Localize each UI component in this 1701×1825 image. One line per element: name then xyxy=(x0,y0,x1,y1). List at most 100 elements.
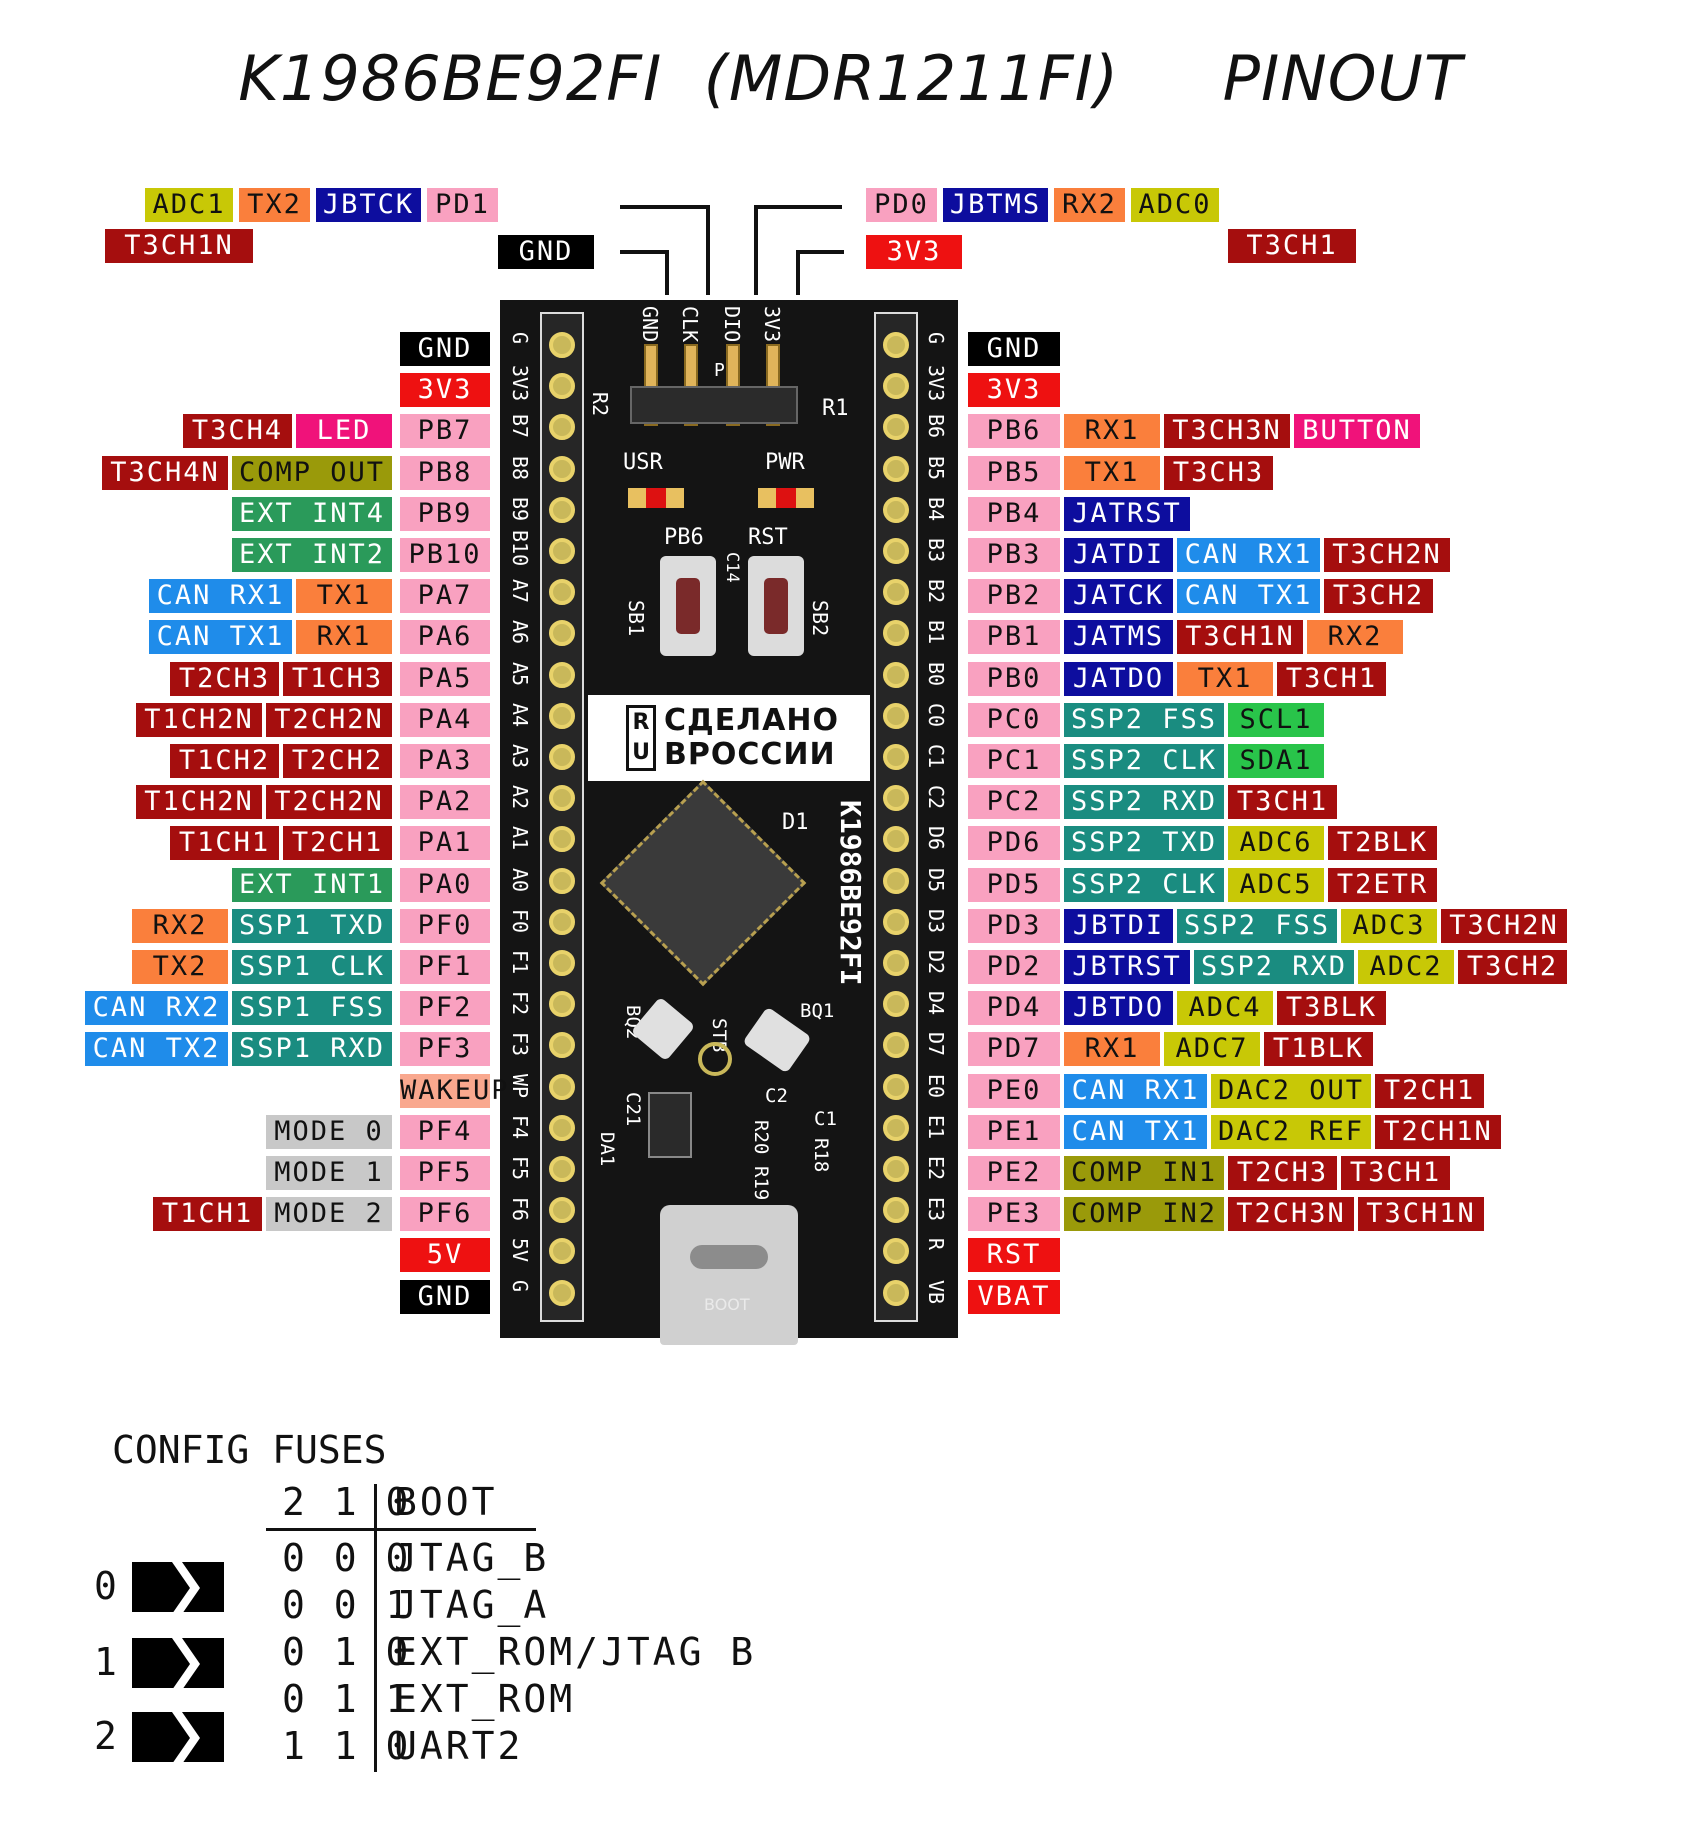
func-label: CAN RX2 xyxy=(85,991,228,1026)
pin-label-pd4: PD4 xyxy=(968,991,1060,1026)
func-label: DAC2 OUT xyxy=(1211,1073,1371,1108)
right-header-pin xyxy=(883,867,909,894)
pin-label-pf3: PF3 xyxy=(400,1032,490,1067)
right-header-pin xyxy=(883,414,909,441)
func-label: RX1 xyxy=(1064,414,1160,449)
bq1-label: BQ1 xyxy=(800,1000,835,1022)
right-silk-label: B5 xyxy=(924,455,948,480)
func-label: JBTDI xyxy=(1064,908,1173,943)
usb-text: BOOT xyxy=(704,1295,750,1314)
func-label: SSP2 CLK xyxy=(1064,867,1224,902)
pin-label-pa2: PA2 xyxy=(400,785,490,820)
top-func-label: ADC0 xyxy=(1131,188,1219,222)
right-header-pin xyxy=(883,579,909,606)
left-header-pin xyxy=(549,702,575,729)
func-label: MODE 2 xyxy=(266,1197,392,1232)
left-header-pin xyxy=(549,455,575,482)
left-header-pin xyxy=(549,744,575,770)
left-header-pin xyxy=(549,1032,575,1059)
pin-label-pb7: PB7 xyxy=(400,414,490,449)
reset-button[interactable] xyxy=(748,556,804,656)
left-header-pin xyxy=(549,867,575,894)
pin-label-pb2: PB2 xyxy=(968,579,1060,614)
pin-label-rst: RST xyxy=(968,1238,1060,1273)
top-func-label: ADC1 xyxy=(145,188,233,222)
func-label: JATMS xyxy=(1064,620,1173,655)
pin-label-pb0: PB0 xyxy=(968,661,1060,696)
func-label: ADC6 xyxy=(1228,826,1324,861)
r2-label: R2 xyxy=(588,392,612,417)
func-label: T3CH1 xyxy=(1277,661,1386,696)
jumper-number: 0 xyxy=(94,1564,117,1608)
pin-label-pf6: PF6 xyxy=(400,1197,490,1232)
jtag-wire xyxy=(620,250,666,254)
pb6-label: PB6 xyxy=(664,525,704,550)
func-label: T3CH3N xyxy=(1164,414,1290,449)
made-in-russia-banner: R U СДЕЛАНО ВРОССИИ xyxy=(588,695,870,781)
fuses-header-divider xyxy=(266,1528,536,1531)
right-header-pin xyxy=(883,1238,909,1265)
left-silk-label: B8 xyxy=(508,455,532,480)
left-header-pin xyxy=(549,1279,575,1306)
left-header-pin xyxy=(549,620,575,647)
right-silk-label: B3 xyxy=(924,538,948,563)
func-label: CAN TX1 xyxy=(149,620,292,655)
func-label: ADC5 xyxy=(1228,867,1324,902)
left-header-pin xyxy=(549,661,575,688)
right-header-pin xyxy=(883,1073,909,1100)
func-label: JATDO xyxy=(1064,661,1173,696)
pin-label-pb8: PB8 xyxy=(400,455,490,490)
banner-line1: СДЕЛАНО xyxy=(664,703,839,738)
func-label: T3CH4 xyxy=(183,414,292,449)
left-silk-label: 3V3 xyxy=(508,365,532,402)
jtag-wire xyxy=(620,205,708,209)
left-silk-label: G xyxy=(508,332,532,345)
func-label: CAN RX1 xyxy=(149,579,292,614)
r1-label: R1 xyxy=(822,396,849,421)
left-silk-label: A4 xyxy=(508,702,532,727)
func-label: SSP1 RXD xyxy=(232,1032,392,1067)
func-label: EXT INT2 xyxy=(232,538,392,572)
func-label: LED xyxy=(296,414,392,449)
left-header-pin xyxy=(549,1073,575,1100)
page-title: K1986BE92FI (MDR1211FI) PINOUT xyxy=(0,42,1701,115)
left-header-pin xyxy=(549,826,575,853)
func-label: MODE 1 xyxy=(266,1156,392,1190)
fuses-header-bits: 2 1 0 xyxy=(282,1480,412,1524)
func-label: RX1 xyxy=(1064,1032,1160,1067)
usr-led-label: USR xyxy=(623,450,663,475)
func-label: T3CH3 xyxy=(1164,455,1273,490)
right-silk-label: 3V3 xyxy=(924,365,948,402)
func-label: JATCK xyxy=(1064,579,1173,614)
pin-label-3v3: 3V3 xyxy=(400,373,490,408)
usb-c-connector[interactable]: BOOT xyxy=(660,1205,798,1345)
func-label: T1BLK xyxy=(1264,1032,1373,1067)
right-silk-label: C0 xyxy=(924,702,948,727)
func-label: T1CH1 xyxy=(153,1197,262,1232)
left-header-pin xyxy=(549,496,575,523)
pin-label-pe0: PE0 xyxy=(968,1073,1060,1108)
left-silk-label: F4 xyxy=(508,1114,532,1139)
right-silk-label: E0 xyxy=(924,1073,948,1098)
pin-label-pb9: PB9 xyxy=(400,496,490,531)
pin-label-pf0: PF0 xyxy=(400,908,490,943)
right-header-pin xyxy=(883,496,909,523)
right-header-pin xyxy=(883,826,909,853)
left-header-pin xyxy=(549,414,575,441)
pin-label-pb1: PB1 xyxy=(968,620,1060,655)
left-silk-label: WP xyxy=(508,1073,532,1098)
func-label: T3CH4N xyxy=(102,455,228,490)
func-label: SDA1 xyxy=(1228,744,1324,778)
func-label: SSP2 FSS xyxy=(1064,702,1224,737)
usr-led xyxy=(628,488,684,508)
func-label: SSP2 RXD xyxy=(1194,950,1354,984)
func-label: ADC2 xyxy=(1358,950,1454,984)
right-silk-label: B0 xyxy=(924,661,948,686)
usr-button[interactable] xyxy=(660,556,716,656)
func-label: JBTRST xyxy=(1064,950,1190,984)
left-silk-label: B10 xyxy=(508,530,532,567)
d1-label: D1 xyxy=(782,810,809,835)
func-label: T3CH1 xyxy=(1228,785,1337,820)
func-label: T2ETR xyxy=(1328,867,1437,902)
top-func-label: RX2 xyxy=(1054,188,1125,222)
